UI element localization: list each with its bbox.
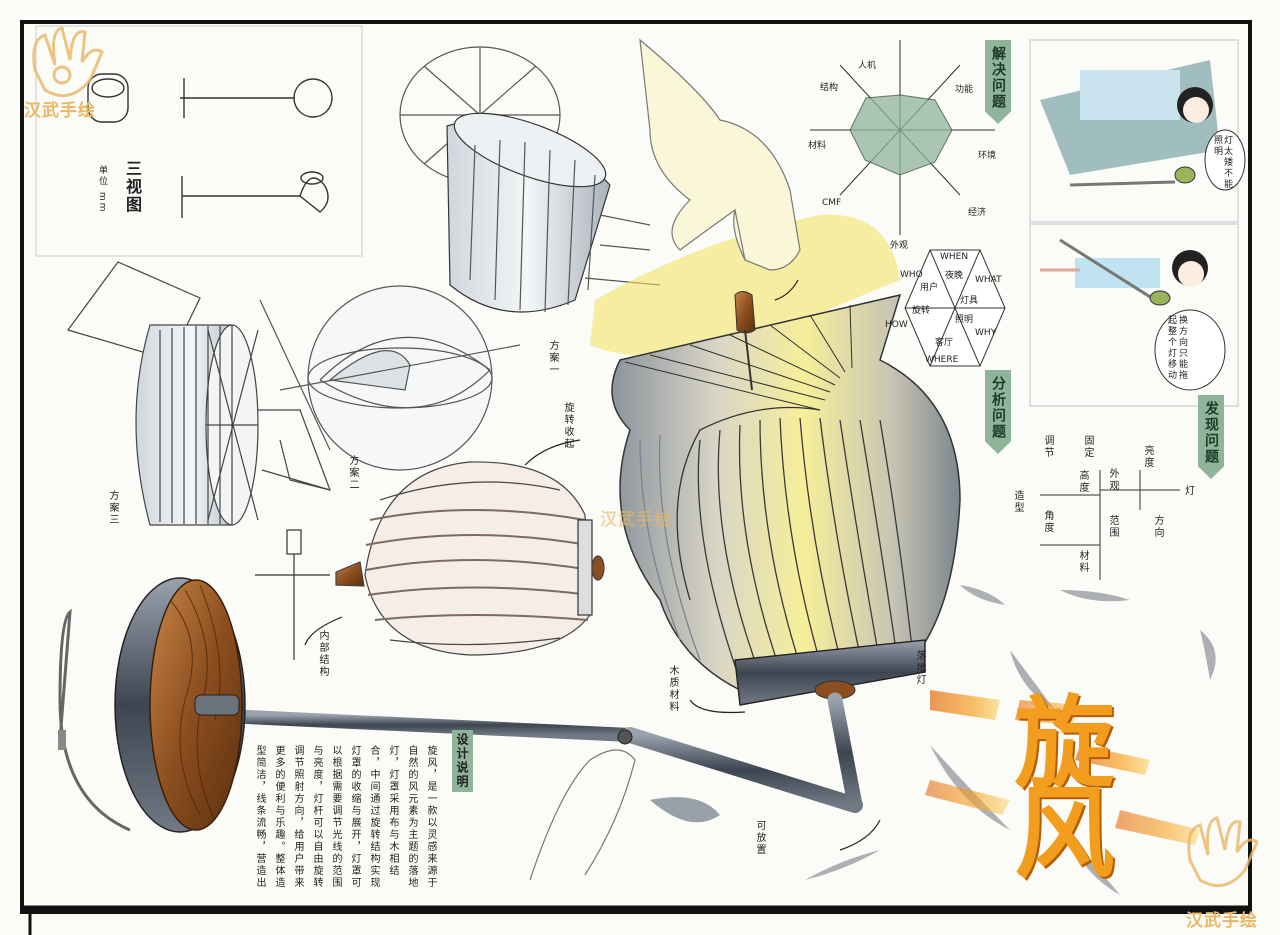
hex-inner-3: 旋转 xyxy=(912,306,931,316)
label-material: 木质材料 xyxy=(667,665,678,713)
tag-analyze: 分析问题 xyxy=(985,370,1011,454)
plan2-sketch xyxy=(259,285,521,471)
three-view-unit: 单位 mm xyxy=(97,165,107,214)
label-can-stand: 可放置 xyxy=(754,820,765,856)
hex-label-5: WHEN xyxy=(940,252,969,262)
product-title-strokes xyxy=(925,690,1200,845)
watermark-hand-icon-2 xyxy=(1187,816,1259,888)
lamp-arm-base xyxy=(58,577,863,833)
hex-label-2: WHERE xyxy=(925,355,959,365)
watermark-hand-icon xyxy=(32,26,104,98)
main-lamp-shade xyxy=(611,293,961,706)
tree-l2-1: 调节 xyxy=(1042,435,1053,459)
radar-chart xyxy=(810,40,995,235)
yellow-highlight xyxy=(590,214,900,357)
hex-label-0: WHAT xyxy=(975,275,1002,285)
stand-sketch xyxy=(255,529,330,660)
radar-label-1: 功能 xyxy=(955,85,974,95)
tree-l2-0: 固定 xyxy=(1082,435,1093,459)
bubble1-text: 灯太矮不能照明 xyxy=(1212,135,1232,190)
bubble2-text: 换方向只能拖起整个灯移动 xyxy=(1166,315,1187,381)
decorative-feathers xyxy=(650,585,1216,895)
label-plan1: 方案一 xyxy=(547,340,558,376)
label-rotate: 旋转收起 xyxy=(562,402,573,450)
hex-chart xyxy=(904,249,1006,367)
three-view-title: 三视图 xyxy=(123,160,142,214)
watermark-text-center: 汉武手绘 xyxy=(600,510,672,530)
bubble1-shape xyxy=(1204,129,1246,191)
tree-l2-3: 角度 xyxy=(1042,510,1053,534)
radar-label-4: CMF xyxy=(822,198,842,208)
watermark-text-bottom: 汉武手绘 xyxy=(1186,911,1258,931)
tag-solve: 解决问题 xyxy=(985,40,1011,124)
tree-l1-3: 外观 xyxy=(1107,468,1118,492)
hand-sketch xyxy=(639,38,801,271)
radar-label-7: 外观 xyxy=(890,241,909,251)
tree-l2-5: 材料 xyxy=(1077,550,1088,574)
inner-structure-sketch xyxy=(335,461,605,656)
tree-root: 灯 xyxy=(1185,486,1195,497)
radar-label-0: 人机 xyxy=(858,61,877,71)
scene1-illustration xyxy=(1040,60,1220,187)
hex-inner-4: 用户 xyxy=(920,283,939,293)
radar-label-2: 环境 xyxy=(978,151,997,161)
hand-sketch-2 xyxy=(529,749,636,881)
plan3-sketch xyxy=(67,261,331,526)
tree-diagram-lines xyxy=(1040,470,1180,580)
three-view-panel xyxy=(35,25,363,257)
radar-label-6: 结构 xyxy=(820,83,839,93)
hex-inner-2: 客厅 xyxy=(935,338,954,348)
radar-label-3: 经济 xyxy=(968,208,987,218)
tree-l1-2: 范围 xyxy=(1107,515,1118,539)
tree-l1-0: 亮度 xyxy=(1142,445,1153,469)
product-title: 旋风 xyxy=(997,690,1114,870)
hex-inner-5: 夜晚 xyxy=(945,271,964,281)
plan1-sketch xyxy=(399,46,661,313)
label-lamp-name: 落地灯 xyxy=(914,650,925,686)
tag-find: 发现问题 xyxy=(1198,395,1224,479)
scene2-illustration xyxy=(1040,238,1208,306)
board-frame xyxy=(20,20,1252,914)
tree-l1-1: 方向 xyxy=(1152,515,1163,539)
label-plan2: 方案二 xyxy=(347,455,358,491)
hex-label-1: WHY xyxy=(975,328,997,338)
radar-label-5: 材料 xyxy=(808,141,827,151)
three-view-drawings xyxy=(87,73,333,218)
label-plan3: 方案三 xyxy=(107,490,118,526)
hex-label-3: HOW xyxy=(885,320,908,330)
hex-inner-1: 照明 xyxy=(955,315,974,325)
watermark-text-top: 汉武手绘 xyxy=(24,101,96,121)
top-knob xyxy=(734,291,756,391)
label-inner-structure: 内部结构 xyxy=(317,630,328,678)
hex-inner-0: 灯具 xyxy=(960,296,979,306)
scene2-frame xyxy=(1029,223,1239,407)
bubble2-shape xyxy=(1154,309,1226,391)
design-note-title: 设计说明 xyxy=(452,730,473,792)
tree-l2-4: 造型 xyxy=(1012,490,1023,514)
design-note-body: 旋风，是一款以灵感来源于自然的风元素为主题的落地灯，灯罩采用布与木相结合，中间通… xyxy=(254,745,436,889)
hex-label-4: WHO xyxy=(900,270,923,280)
tree-l2-2: 高度 xyxy=(1077,470,1088,494)
arrows xyxy=(304,279,881,851)
scene1-frame xyxy=(1029,39,1239,223)
